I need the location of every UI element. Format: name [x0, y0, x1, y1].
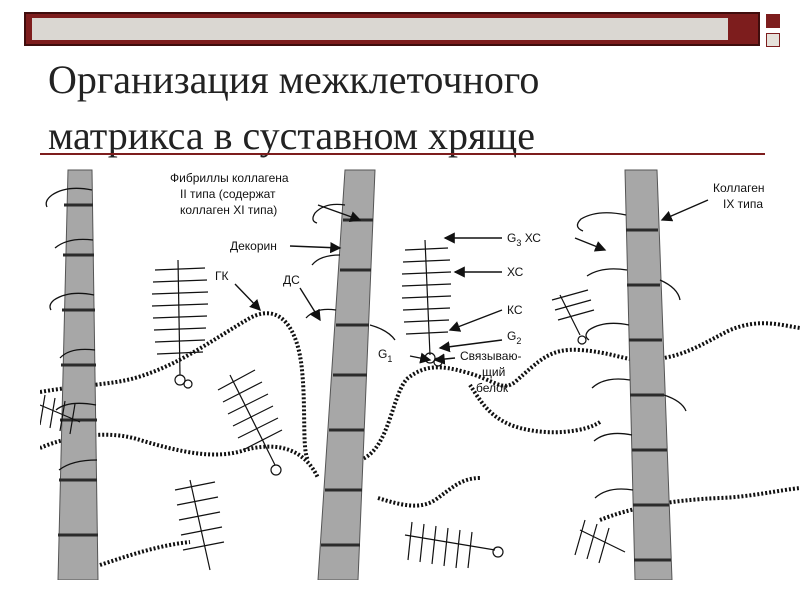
arrow-linking	[433, 353, 456, 365]
aggrecan-molecule	[151, 259, 209, 389]
arrow-ks	[448, 309, 503, 332]
aggrecan-molecule	[174, 479, 225, 571]
label-ks: КС	[507, 303, 523, 317]
decor-square-outline	[766, 33, 780, 47]
arrow-collagen9	[660, 199, 709, 222]
label-decorin: Декорин	[230, 239, 277, 253]
arrow-g2	[438, 339, 503, 353]
cartilage-matrix-diagram: Фибриллы коллагена II типа (содержат кол…	[40, 169, 800, 580]
arrow-g3-right	[574, 237, 607, 252]
aggrecan-molecule	[404, 521, 504, 569]
arrow-g1	[409, 352, 432, 364]
label-linking-line1: Связываю-	[460, 349, 521, 363]
hyaluronan-chains	[40, 311, 800, 567]
label-fibrils-line1: Фибриллы коллагена	[170, 171, 289, 185]
title-line-1: Организация межклеточного	[48, 57, 540, 102]
label-g1: G1	[378, 347, 392, 364]
label-linking-line2: щий	[482, 365, 505, 379]
decor-square-filled	[766, 14, 780, 28]
label-g2: G2	[507, 329, 521, 346]
title-bar-inner	[32, 18, 728, 40]
arrow-decorin	[289, 242, 342, 254]
slide-title: Организация межклеточного матрикса в сус…	[48, 52, 748, 164]
collagen-fibril-left	[57, 169, 99, 580]
hyaluronan-chain	[99, 540, 191, 567]
aggrecan-molecule	[217, 369, 283, 476]
label-collagen9-line2: IX типа	[723, 197, 763, 211]
label-ds: ДС	[283, 273, 300, 287]
annotation-arrows	[234, 199, 709, 365]
title-bar	[24, 12, 760, 46]
label-xs: ХС	[507, 265, 524, 279]
label-collagen9-line1: Коллаген	[713, 181, 765, 195]
aggrecan-molecule	[40, 394, 81, 435]
label-linking-line3: белок	[476, 381, 509, 395]
title-divider	[40, 153, 765, 155]
aggrecan-molecule	[574, 519, 626, 564]
label-gk: ГК	[215, 269, 229, 283]
label-fibrils-line2: II типа (содержат	[180, 187, 276, 201]
collagen-fibril-right	[624, 169, 673, 580]
hyaluronan-chain	[599, 486, 800, 522]
aggrecan-molecule	[551, 289, 595, 345]
hyaluronan-chain	[359, 321, 800, 462]
collagen-ix-molecules	[45, 187, 687, 499]
arrow-ds	[299, 287, 321, 322]
label-g3: G3 ХС	[507, 231, 541, 248]
arrow-gk	[234, 283, 261, 312]
arrow-fibrils	[317, 204, 362, 222]
title-line-2: матрикса в суставном хряще	[48, 113, 535, 158]
hyaluronan-chain	[377, 476, 481, 508]
label-fibrils-line3: коллаген XI типа)	[180, 203, 277, 217]
collagen-fibril-center	[317, 169, 376, 580]
